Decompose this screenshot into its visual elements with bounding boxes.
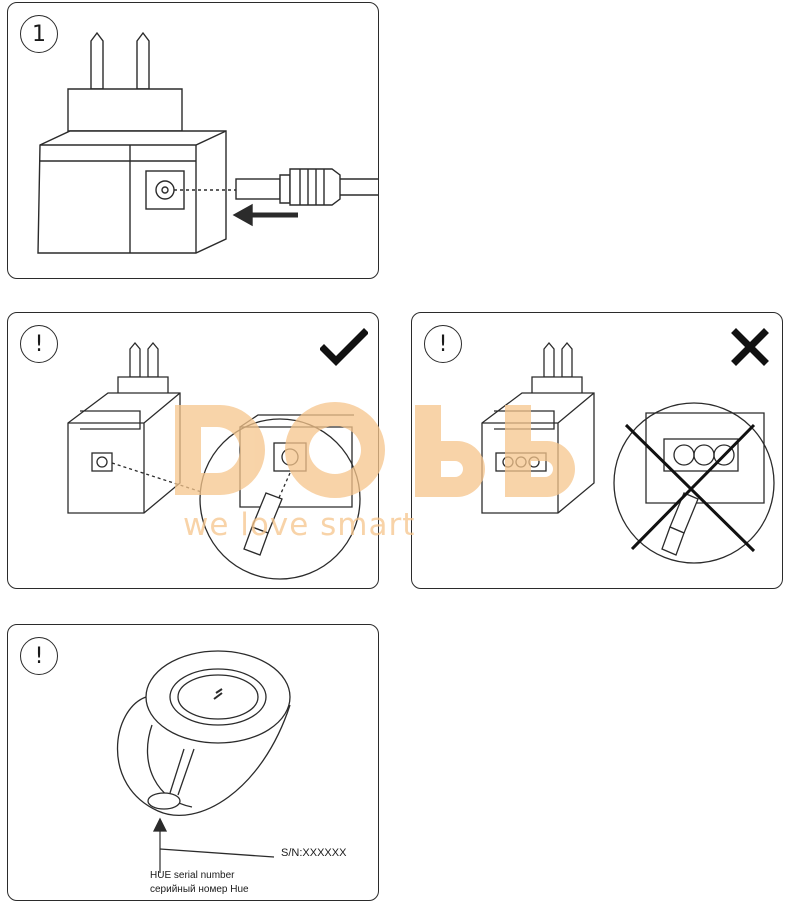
adapter-insert-illustration [37,31,378,254]
serial-number-label: S/N:XXXXXX [281,847,347,859]
step-1-panel: 1 [7,2,379,279]
hue-lamp-illustration [116,650,291,873]
caption-russian: серийный номер Hue [150,884,249,895]
wrong-plug-illustration [481,341,775,564]
correct-connection-panel: ! [7,312,379,589]
check-icon [320,328,368,366]
warning-badge: ! [424,325,462,363]
warning-badge: ! [20,637,58,675]
serial-number-caption: HUE serial number серийный номер Hue [150,869,249,897]
wrong-connection-panel: ! [411,312,783,589]
step-number-badge: 1 [20,15,58,53]
serial-number-panel: ! S/N:XXXXXX HUE serial number серийный … [7,624,379,901]
correct-plug-illustration [67,341,361,580]
caption-english: HUE serial number [150,870,235,881]
cross-icon [731,328,769,366]
warning-badge: ! [20,325,58,363]
